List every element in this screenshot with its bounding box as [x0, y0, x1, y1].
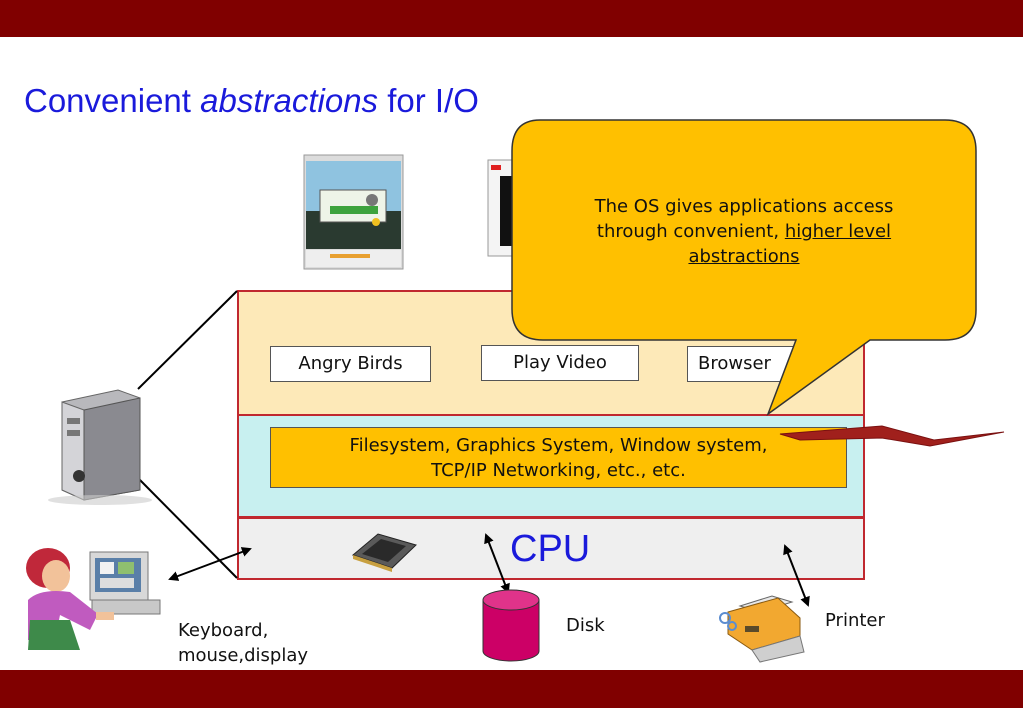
- slide-title: Convenient abstractions for I/O: [24, 82, 479, 119]
- top-banner: [0, 0, 1023, 37]
- disk-icon: [482, 589, 540, 662]
- app-play-video: Play Video: [481, 345, 639, 381]
- zoom-line-top: [137, 290, 238, 390]
- bottom-banner: [0, 670, 1023, 708]
- computer-tower-icon: [48, 389, 152, 505]
- angry-birds-screenshot-icon: [303, 154, 404, 270]
- callout-text: The OS gives applications access through…: [594, 196, 894, 267]
- cpu-label: CPU: [510, 528, 591, 570]
- os-services-line1: Filesystem, Graphics System, Window syst…: [349, 435, 768, 456]
- keyboard-arrow: [168, 547, 252, 581]
- keyboard-label: Keyboard, mouse,display: [178, 620, 309, 666]
- disk-label: Disk: [566, 615, 605, 636]
- callout-bubble: [511, 119, 977, 417]
- chip-icon: [351, 533, 417, 572]
- user-at-computer-icon: [26, 548, 161, 650]
- printer-arrow: [783, 544, 810, 607]
- title-emphasis: abstractions: [200, 82, 379, 119]
- printer-label: Printer: [825, 610, 885, 631]
- os-services-box: Filesystem, Graphics System, Window syst…: [270, 427, 847, 488]
- hardware-layer: [237, 517, 865, 580]
- disk-arrow: [484, 533, 510, 594]
- callout-underlined-text: higher level abstractions: [688, 221, 892, 267]
- zigzag-decoration: [779, 425, 1005, 447]
- zoom-line-bottom: [137, 477, 238, 579]
- app-angry-birds: Angry Birds: [270, 346, 431, 382]
- printer-icon: [719, 595, 805, 663]
- os-services-line2: TCP/IP Networking, etc., etc.: [431, 460, 686, 481]
